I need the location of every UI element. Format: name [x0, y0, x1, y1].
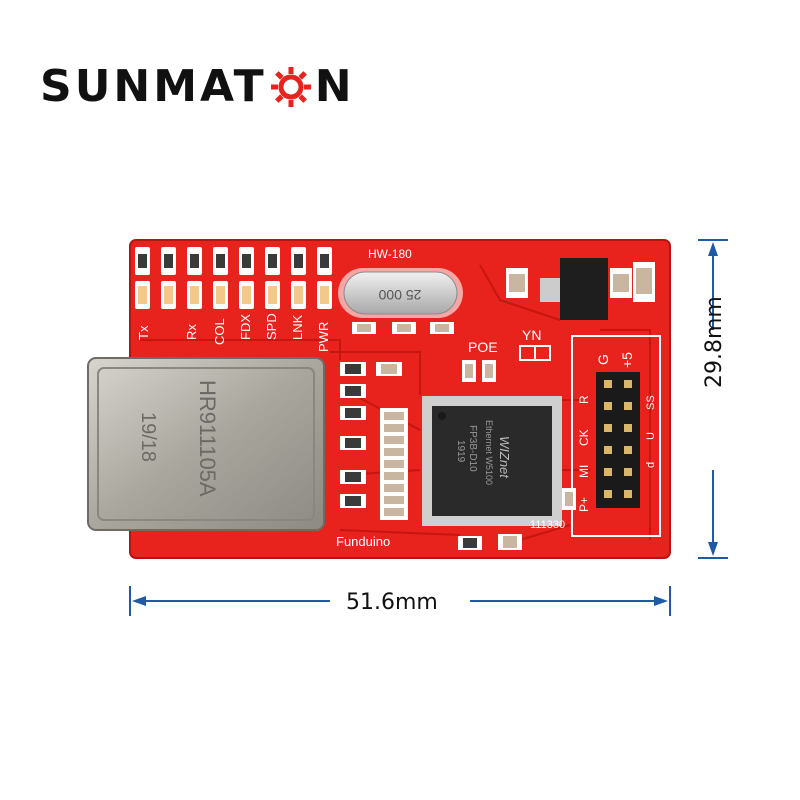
small-capacitors — [352, 322, 454, 334]
chip-brand: WIZnet — [497, 436, 512, 479]
pin-label-d: d — [645, 462, 657, 468]
w5100-chip: WIZnet Ethernet W5100 FP3B-D10 1919 — [422, 396, 562, 526]
width-dimension — [129, 586, 671, 616]
pcb-code-label: 111330 — [530, 519, 565, 531]
pin-header: G +5 CK R MI P+ SS U d — [562, 335, 661, 537]
poe-components — [462, 360, 496, 382]
rj45-part-number: HR911105A — [195, 380, 220, 497]
pin-label-r: R — [577, 395, 591, 404]
height-label: 29.8mm — [702, 296, 727, 388]
led-label-lnk: LNK — [290, 314, 305, 340]
width-label: 51.6mm — [346, 590, 438, 615]
pin-label-mi: MI — [577, 465, 591, 478]
led-label-col: COL — [212, 318, 227, 345]
passive-components — [340, 362, 408, 520]
pin-label-ss: SS — [645, 395, 657, 410]
led-label-rx: Rx — [184, 324, 199, 340]
led-label-pwr: PWR — [316, 322, 331, 352]
pin-label-p: P+ — [577, 497, 591, 512]
model-label: HW-180 — [368, 247, 412, 261]
rj45-jack: HR911105A 19/18 — [87, 357, 325, 531]
pin-label-u: U — [645, 432, 657, 440]
led-label-fdx: FDX — [238, 314, 253, 340]
logo-text-start: SUNMAT — [40, 61, 267, 112]
pin-label-5v: +5 — [619, 352, 635, 368]
chip-code: FP3B-D10 — [467, 425, 478, 472]
pin-label-ck: CK — [577, 429, 591, 446]
crystal-label: 25 000 — [378, 287, 421, 303]
brand-label: Funduino — [336, 534, 390, 549]
chip-date: 1919 — [455, 440, 466, 463]
logo-text-end: N — [314, 61, 355, 112]
chip-line: Ethernet W5100 — [484, 420, 494, 485]
voltage-regulator — [506, 258, 655, 320]
led-label-tx: Tx — [136, 325, 151, 340]
crystal-oscillator: 25 000 — [338, 268, 463, 318]
brand-logo: SUNMAT N — [40, 62, 355, 112]
led-label-spd: SPD — [264, 313, 279, 340]
led-array — [135, 247, 332, 309]
rj45-date-code: 19/18 — [137, 412, 159, 462]
pin-label-g: G — [595, 354, 611, 365]
height-dimension — [698, 239, 728, 559]
yn-label: YN — [522, 327, 541, 343]
bottom-capacitors — [458, 534, 522, 550]
sun-gear-icon — [270, 67, 311, 107]
poe-label: POE — [468, 339, 498, 355]
